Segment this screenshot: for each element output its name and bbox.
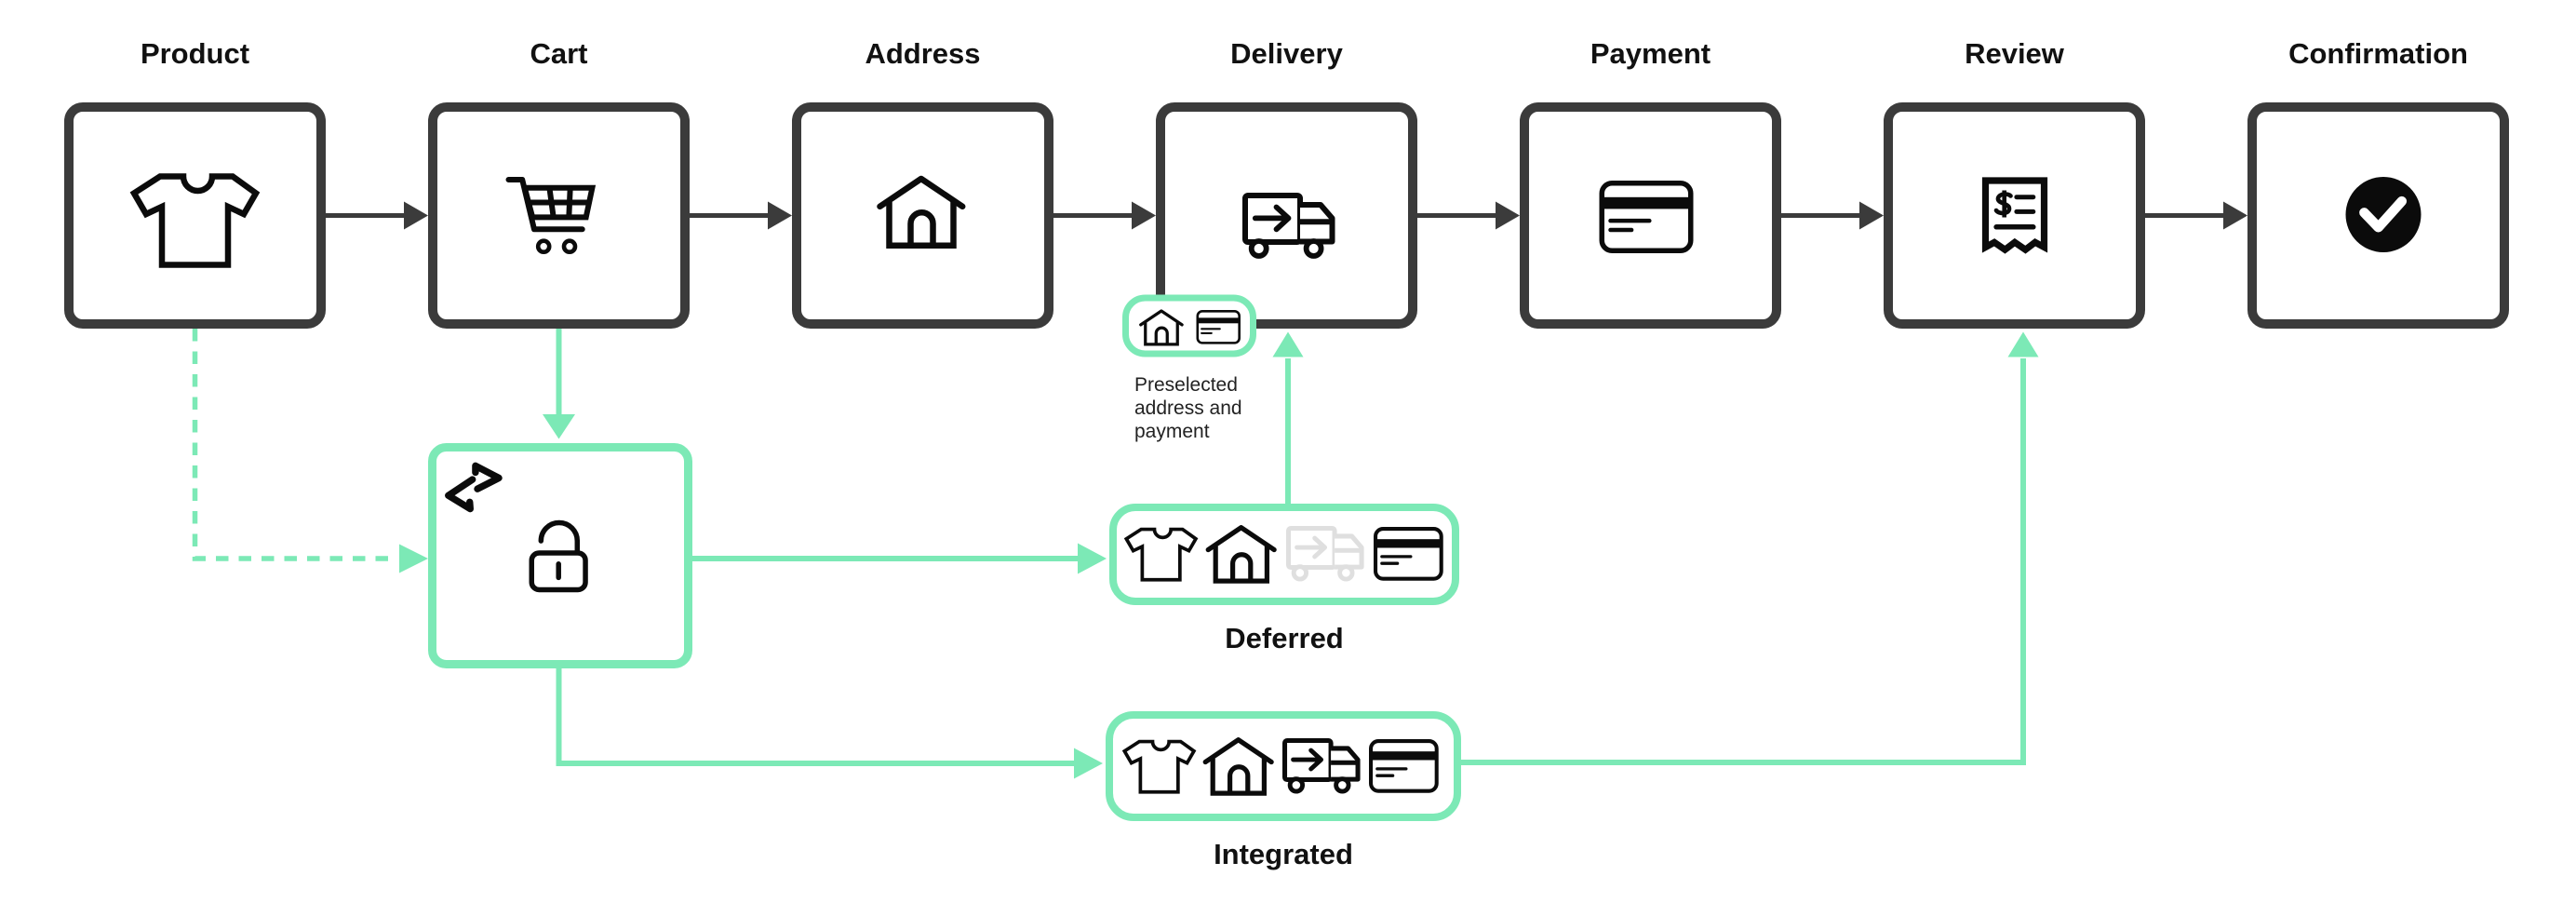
svg-text:Address: Address xyxy=(865,37,980,70)
svg-text:Product: Product xyxy=(141,37,249,70)
svg-text:Integrated: Integrated xyxy=(1214,838,1353,870)
svg-text:Deferred: Deferred xyxy=(1225,622,1344,654)
svg-text:address and: address and xyxy=(1134,398,1242,419)
svg-text:Preselected: Preselected xyxy=(1134,374,1238,396)
svg-text:Cart: Cart xyxy=(530,37,587,70)
svg-text:payment: payment xyxy=(1134,421,1210,442)
svg-text:Confirmation: Confirmation xyxy=(2288,37,2468,70)
svg-text:Payment: Payment xyxy=(1590,37,1711,70)
svg-text:Delivery: Delivery xyxy=(1230,37,1343,70)
svg-text:Review: Review xyxy=(1965,37,2065,70)
